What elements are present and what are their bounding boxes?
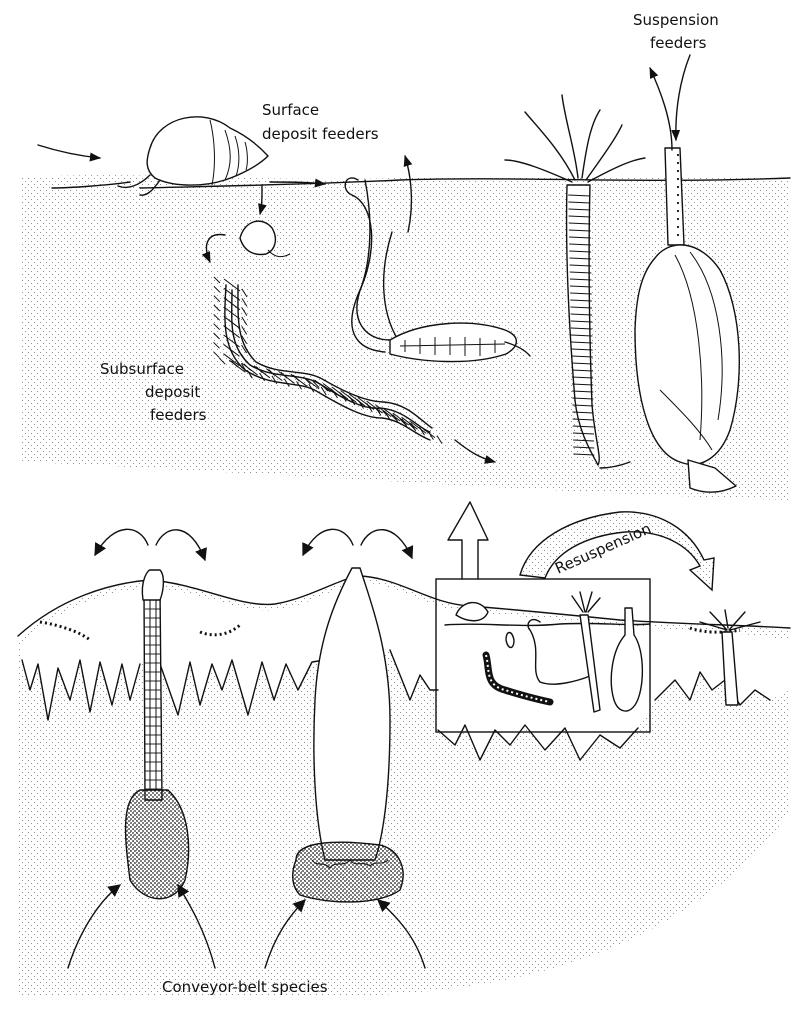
resuspension-arrow: Resuspension [520, 512, 714, 590]
label-subsurface-line3: feeders [150, 406, 207, 424]
label-surface-deposit-line1: Surface [262, 101, 319, 119]
label-suspension-feeders-line1: Suspension [633, 11, 719, 29]
label-subsurface-line2: deposit [145, 383, 200, 401]
label-surface-deposit-line2: deposit feeders [262, 125, 379, 143]
label-suspension-feeders-line2: feeders [650, 34, 707, 52]
upper-panel [20, 55, 790, 500]
label-conveyor-belt-species: Conveyor-belt species [162, 978, 328, 996]
lower-panel: Resuspension Conveyor-belt species [18, 502, 790, 996]
label-subsurface-line1: Subsurface [100, 360, 184, 378]
